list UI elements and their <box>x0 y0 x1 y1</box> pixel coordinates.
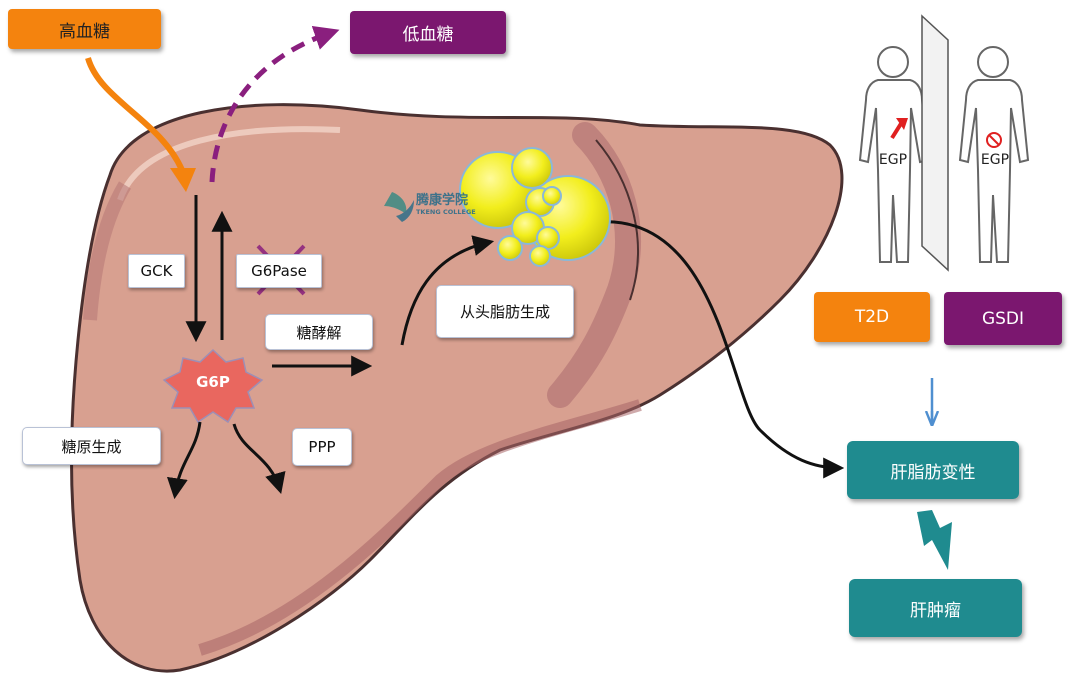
g6p-star <box>162 348 264 424</box>
glycogenesis-label: 糖原生成 <box>22 427 161 465</box>
human-body-icon <box>958 46 1030 263</box>
watermark-name: 腾康学院 <box>416 193 469 208</box>
ppp-label: PPP <box>292 428 352 466</box>
gsdi-label: GSDI <box>944 292 1062 345</box>
watermark-subtitle: TKENG COLLEGE <box>416 208 476 216</box>
gck-label: GCK <box>128 254 185 288</box>
glycogenesis-arrow <box>166 421 202 500</box>
low-glucose-arrow <box>209 25 340 183</box>
egp-right-label: EGP <box>980 152 1010 168</box>
red-up-arrow-icon <box>890 120 904 140</box>
egp-left-label: EGP <box>878 152 908 168</box>
t2d-label: T2D <box>814 292 930 342</box>
lipid-droplets-icon <box>459 147 611 267</box>
divider-panel <box>921 14 949 272</box>
human-body-icon <box>858 46 930 263</box>
liver-illustration <box>70 103 844 673</box>
prohibited-icon <box>986 132 1002 148</box>
high-glucose-label: 高血糖 <box>8 9 161 49</box>
glycolysis-label: 糖酵解 <box>265 314 373 350</box>
steatosis-arrow <box>599 220 845 479</box>
lipogenesis-arrow <box>400 235 495 346</box>
liver-lobe-band <box>547 122 641 408</box>
low-glucose-label: 低血糖 <box>350 11 506 54</box>
watermark: 腾康学院 TKENG COLLEGE <box>416 193 496 217</box>
fatty-liver-label: 肝脂肪变性 <box>847 441 1019 499</box>
ppp-arrow <box>232 423 286 495</box>
liver-tumor-label: 肝肿瘤 <box>849 579 1022 637</box>
g6p-label: G6P <box>196 373 230 391</box>
lipogenesis-label: 从头脂肪生成 <box>436 285 574 338</box>
tkeng-logo-icon <box>384 192 414 222</box>
lightning-bolt-icon <box>917 510 952 570</box>
high-glucose-arrow <box>85 57 185 172</box>
g6pase-label: G6Pase <box>236 254 322 288</box>
